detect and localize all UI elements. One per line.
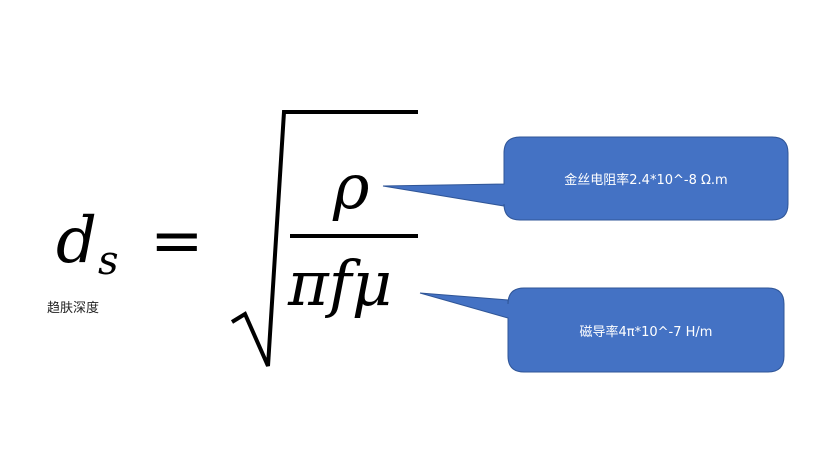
sqrt-sign	[230, 110, 418, 367]
callout-resistivity-text: 金丝电阻率2.4*10^-8 Ω.m	[564, 172, 727, 188]
equals-sign: =	[150, 204, 204, 278]
callout-permeability-text: 磁导率4π*10^-7 H/m	[580, 324, 713, 340]
callout-permeability: 磁导率4π*10^-7 H/m	[419, 287, 785, 373]
callout-resistivity: 金丝电阻率2.4*10^-8 Ω.m	[382, 136, 789, 221]
denominator: πfμ	[287, 247, 392, 320]
skin-depth-label: 趋肤深度	[47, 301, 100, 316]
lhs-subscript: s	[98, 238, 119, 284]
numerator: ρ	[332, 150, 369, 223]
lhs-variable: d	[56, 204, 97, 278]
